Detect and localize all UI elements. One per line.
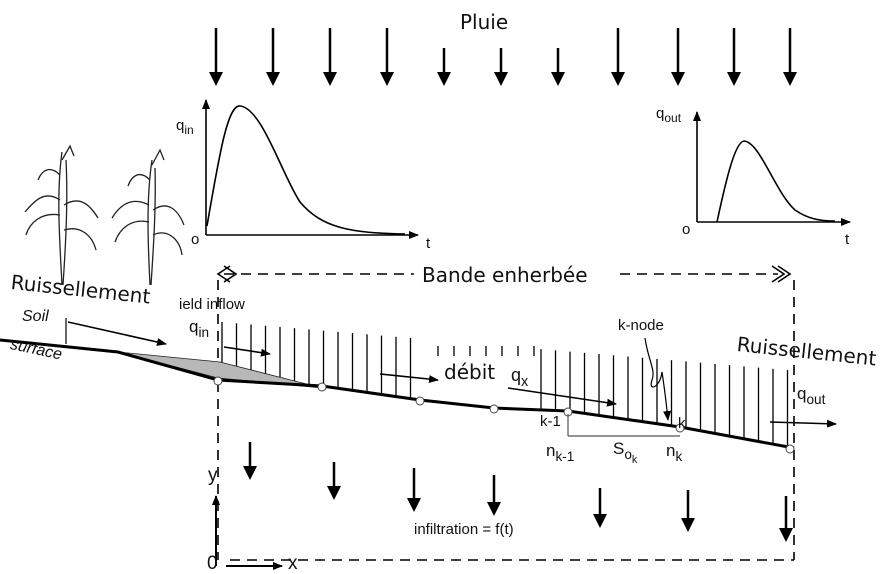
q-out-label: qout	[797, 384, 825, 406]
soil-surface-line	[0, 338, 795, 450]
infiltration-arrow-head	[407, 498, 421, 512]
plant-right	[111, 148, 185, 286]
plant-left	[24, 144, 99, 286]
inflow-hydrograph-curve	[206, 105, 406, 235]
q-x-sub: x	[521, 374, 529, 391]
control-volume-boundary	[217, 280, 795, 561]
slope-triangle	[567, 414, 680, 437]
infiltration-arrow-head	[327, 486, 341, 500]
n-prev-sub: k-1	[555, 448, 575, 464]
n-prev-label: nk-1	[546, 441, 574, 463]
axis-x-label: x	[288, 553, 298, 574]
field-inflow-label: ield inflow	[179, 296, 245, 313]
rain-arrow-head	[611, 72, 625, 86]
water-depth-hatching	[221, 322, 789, 447]
q-x-label: qx	[511, 365, 528, 389]
infiltration-arrow-head	[593, 514, 607, 528]
nodes	[213, 376, 795, 454]
infiltration-label: infiltration = f(t)	[414, 521, 514, 538]
outflow-graph-ylabel-sub: out	[664, 111, 682, 126]
infiltration-arrows	[243, 442, 793, 542]
inflow-hydrograph	[202, 99, 419, 239]
k-node-leader	[644, 337, 672, 421]
q-x-base: q	[511, 365, 522, 385]
rain-arrow-head	[671, 72, 685, 86]
n-k-sub: k	[675, 448, 683, 464]
q-in-sub: in	[198, 324, 210, 340]
node-k-label: k	[678, 415, 686, 432]
slope-label: Sok	[613, 439, 637, 465]
rain-arrow-head	[494, 72, 508, 86]
inflow-graph-origin: o	[191, 231, 200, 248]
diagram-title: Pluie	[460, 10, 509, 34]
inflow-graph-xlabel: t	[426, 235, 431, 252]
outflow-graph-xlabel: t	[845, 231, 850, 248]
rain-arrow-head	[437, 72, 451, 86]
k-node-label: k-node	[618, 317, 664, 334]
outflow-graph-origin: o	[682, 221, 691, 238]
inflow-graph-ylabel-sub: in	[184, 123, 194, 138]
rain-arrow-head	[209, 72, 223, 86]
slope-base: S	[613, 439, 625, 458]
infiltration-arrow-head	[243, 466, 257, 480]
inflow-graph-ylabel-base: q	[176, 117, 185, 134]
infiltration-arrow-head	[681, 518, 695, 532]
rain-arrow-head	[783, 72, 797, 86]
slope-sub: o	[624, 446, 632, 462]
strip-label: Bande enherbée	[422, 263, 588, 287]
axis-origin-label: 0	[207, 553, 218, 574]
outflow-graph-ylabel-base: q	[656, 105, 665, 122]
inflow-graph-ylabel: qin	[176, 117, 194, 136]
flow-arrows	[67, 321, 837, 428]
q-out-sub: out	[806, 391, 826, 407]
infiltration-arrow-head	[779, 528, 793, 542]
q-out-base: q	[797, 384, 807, 403]
xy-axes	[212, 495, 283, 570]
rain-arrow-head	[551, 72, 565, 86]
rain-arrow-head	[727, 72, 741, 86]
q-in-label: qin	[189, 317, 209, 339]
outflow-hydrograph-curve	[716, 140, 836, 223]
n-k-base: n	[666, 441, 676, 460]
discharge-label: débit	[444, 360, 496, 384]
node-prev-label: k-1	[540, 413, 561, 430]
rain-arrow-head	[323, 72, 337, 86]
rain-arrows	[209, 28, 797, 86]
rain-arrow-head	[380, 72, 394, 86]
axis-y-label: y	[208, 465, 218, 486]
strip-dimension-line	[216, 265, 792, 283]
soil-label: Soil	[22, 308, 49, 325]
rain-arrow-head	[266, 72, 280, 86]
n-k-label: nk	[666, 441, 682, 463]
outflow-hydrograph	[693, 111, 851, 226]
n-prev-base: n	[546, 441, 556, 460]
q-in-base: q	[189, 317, 199, 336]
outflow-graph-ylabel: qout	[656, 105, 681, 124]
slope-sub2: k	[631, 453, 638, 466]
infiltration-arrow-head	[487, 502, 501, 516]
